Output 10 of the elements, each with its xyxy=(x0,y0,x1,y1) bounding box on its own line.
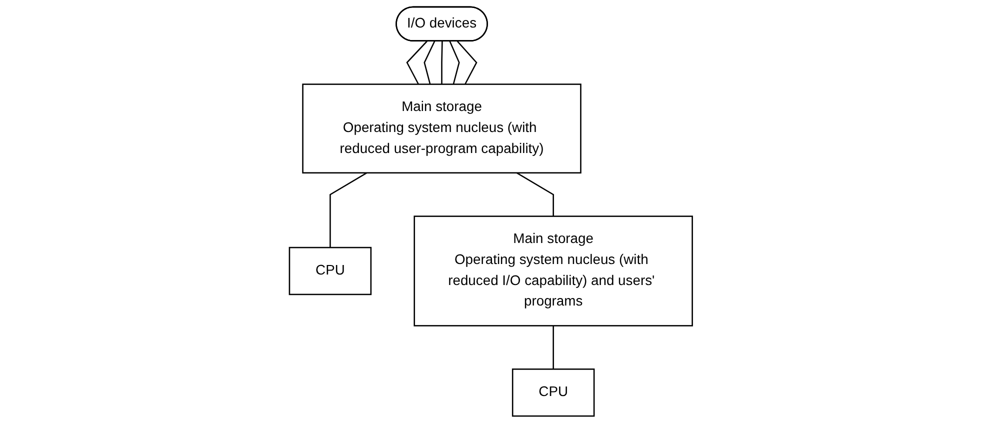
connector xyxy=(440,41,442,84)
connector xyxy=(516,172,554,216)
node-box: CPU xyxy=(512,368,594,417)
node-box: CPU xyxy=(288,246,372,296)
connector xyxy=(448,41,460,84)
node-box: Main storage Operating system nucleus (with reduced user-program capability) xyxy=(302,84,581,174)
node-box: Main storage Operating system nucleus (with reduced I/O capability) and users' programs xyxy=(413,216,693,326)
connector xyxy=(423,40,435,84)
connector xyxy=(552,326,554,370)
connector xyxy=(329,172,367,248)
